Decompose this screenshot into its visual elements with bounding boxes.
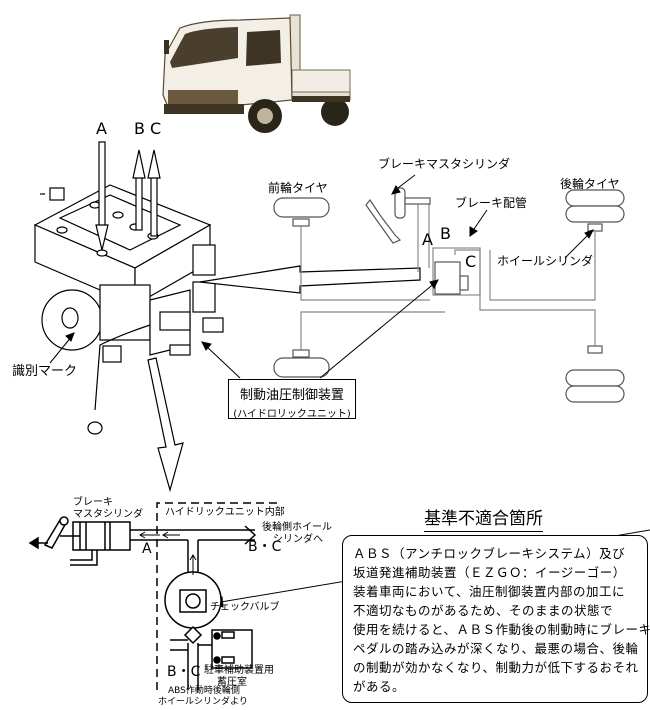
brake-pipe-label: ブレーキ配管 [455,196,528,210]
defect-line: ＡＢＳ（アンチロックブレーキシステム）及び [353,546,626,561]
flow-arrows [139,531,197,575]
accumulator-line1: 駐車補助装置用 [204,665,274,676]
port-label-b: B [134,119,145,138]
pointer-arrow-to-unit [199,265,421,294]
control-unit-subname: (ハイドロリックユニット) [233,409,351,420]
system-port-a: A [422,230,433,249]
defect-line: 不適切なものがあるため、そのままの状態で [353,603,614,618]
hyd-port-bc-top: B・C [248,539,282,555]
port-label-a: A [96,119,107,138]
hydraulic-schematic [28,502,280,690]
to-rear-line2: シリンダへ [273,534,323,545]
port-label-c: C [150,119,162,138]
hyd-port-a: A [142,541,152,557]
defect-line: ペダルの踏み込みが深くなり、最悪の場合、後輪 [353,641,639,656]
hyd-port-bc-bottom: B・C [167,664,201,680]
defect-line: の制動が効かなくなり、制動力が低下するおそれ [353,660,639,675]
rear-tire-label: 後輪タイヤ [560,177,620,191]
from-rear-line2: ホイールシリンダより [158,697,248,707]
front-tire-label: 前輪タイヤ [268,181,328,195]
truck-illustration [162,14,351,133]
hyd-unit-inside-label: ハイドリックユニット内部 [165,507,285,518]
identification-mark-label: 識別マーク [12,364,78,379]
system-port-b: B [440,224,451,243]
hydraulic-unit-drawing [33,184,224,435]
accumulator-line2: 蓄圧室 [217,677,247,688]
hyd-master-cylinder-line2: マスタシリンダ [73,509,143,520]
defect-line: 坂道発進補助装置（ＥＺＧＯ：イージーゴー） [353,565,626,580]
defect-line: 装着車両において、油圧制御装置内部の加工に [353,584,626,599]
control-unit-label-box: 制動油圧制御装置 (ハイドロリックユニット) [228,379,356,420]
system-port-c: C [465,252,477,271]
wheel-cylinder-label: ホイールシリンダ [497,254,594,268]
check-valve-label: チェックバルブ [210,602,280,613]
to-rear-line1: 後輪側ホイール [262,522,332,533]
hyd-master-cylinder-line1: ブレーキ [73,497,113,508]
control-unit-name: 制動油圧制御装置 [239,388,344,403]
from-rear-line1: ABS作動時後輪側 [168,686,240,696]
defect-line: がある。 [353,679,406,694]
brake-system-diagram [273,187,625,403]
port-arrows [95,141,161,251]
defect-line: 使用を続けると、ＡＢＳ作動後の制動時にブレーキ [353,622,650,637]
defect-heading: 基準不適合箇所 [424,504,543,532]
pointer-arrow-to-hydraulic [147,357,184,493]
defect-description: ＡＢＳ（アンチロックブレーキシステム）及び坂道発進補助装置（ＥＺＧＯ：イージーゴ… [342,535,650,703]
master-cylinder-label: ブレーキマスタシリンダ [378,157,511,171]
